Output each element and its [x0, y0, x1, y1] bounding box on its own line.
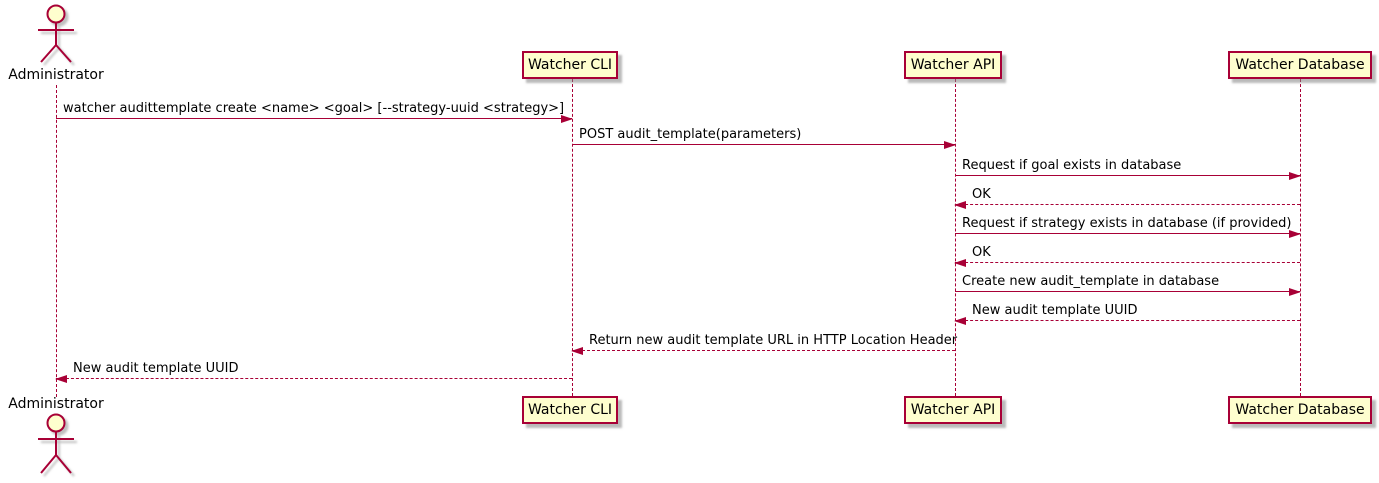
arrow-line	[955, 172, 1301, 180]
arrowhead-right-icon	[1289, 230, 1301, 238]
arrowhead-right-icon	[1289, 172, 1301, 180]
message-label: New audit template UUID	[972, 303, 1138, 318]
arrow-line	[571, 347, 955, 355]
message-ok-goal: OK	[954, 187, 1300, 209]
message-ok-strategy: OK	[954, 245, 1300, 267]
actor-administrator-label-top: Administrator	[8, 67, 104, 83]
message-label: Create new audit_template in database	[962, 274, 1220, 289]
arrow-line	[954, 317, 1300, 325]
actor-administrator-icon	[38, 4, 74, 63]
actor-administrator-label-bottom: Administrator	[8, 396, 104, 412]
arrow-line	[572, 141, 956, 149]
message-label: OK	[972, 245, 991, 260]
arrowhead-left-icon	[55, 375, 67, 383]
participant-watcher-database-bottom: Watcher Database	[1228, 396, 1372, 424]
lifeline-watcher-cli	[572, 79, 573, 396]
arrow-line	[56, 115, 573, 123]
participant-watcher-api-bottom: Watcher API	[904, 396, 1002, 424]
message-create-in-database: Create new audit_template in database	[955, 274, 1301, 296]
message-create-audittemplate: watcher audittemplate create <name> <goa…	[56, 101, 573, 123]
arrow-line	[954, 201, 1300, 209]
message-return-url-location-header: Return new audit template URL in HTTP Lo…	[571, 333, 958, 355]
arrowhead-left-icon	[954, 201, 966, 209]
message-label: watcher audittemplate create <name> <goa…	[63, 101, 565, 116]
arrow-line	[955, 288, 1301, 296]
arrowhead-left-icon	[571, 347, 583, 355]
arrow-line	[955, 230, 1301, 238]
message-label: OK	[972, 187, 991, 202]
arrowhead-left-icon	[954, 259, 966, 267]
message-label: Return new audit template URL in HTTP Lo…	[589, 333, 958, 348]
lifeline-administrator	[56, 85, 57, 397]
message-new-uuid-from-db: New audit template UUID	[954, 303, 1300, 325]
message-post-audit-template: POST audit_template(parameters)	[572, 127, 956, 149]
participant-watcher-cli-bottom: Watcher CLI	[522, 396, 618, 424]
lifeline-watcher-api	[955, 79, 956, 396]
arrowhead-right-icon	[1289, 288, 1301, 296]
message-label: Request if goal exists in database	[962, 158, 1182, 173]
participant-watcher-api-top: Watcher API	[904, 51, 1002, 79]
message-label: Request if strategy exists in database (…	[962, 216, 1292, 231]
arrowhead-right-icon	[944, 141, 956, 149]
message-request-goal-exists: Request if goal exists in database	[955, 158, 1301, 180]
arrow-line	[954, 259, 1300, 267]
arrowhead-right-icon	[561, 115, 573, 123]
actor-administrator-icon-bottom	[38, 413, 74, 474]
arrowhead-left-icon	[954, 317, 966, 325]
message-request-strategy-exists: Request if strategy exists in database (…	[955, 216, 1301, 238]
message-new-uuid-to-admin: New audit template UUID	[55, 361, 572, 383]
message-label: New audit template UUID	[73, 361, 239, 376]
participant-watcher-database-top: Watcher Database	[1228, 51, 1372, 79]
message-label: POST audit_template(parameters)	[579, 127, 802, 142]
arrow-line	[55, 375, 572, 383]
participant-watcher-cli-top: Watcher CLI	[522, 51, 618, 79]
